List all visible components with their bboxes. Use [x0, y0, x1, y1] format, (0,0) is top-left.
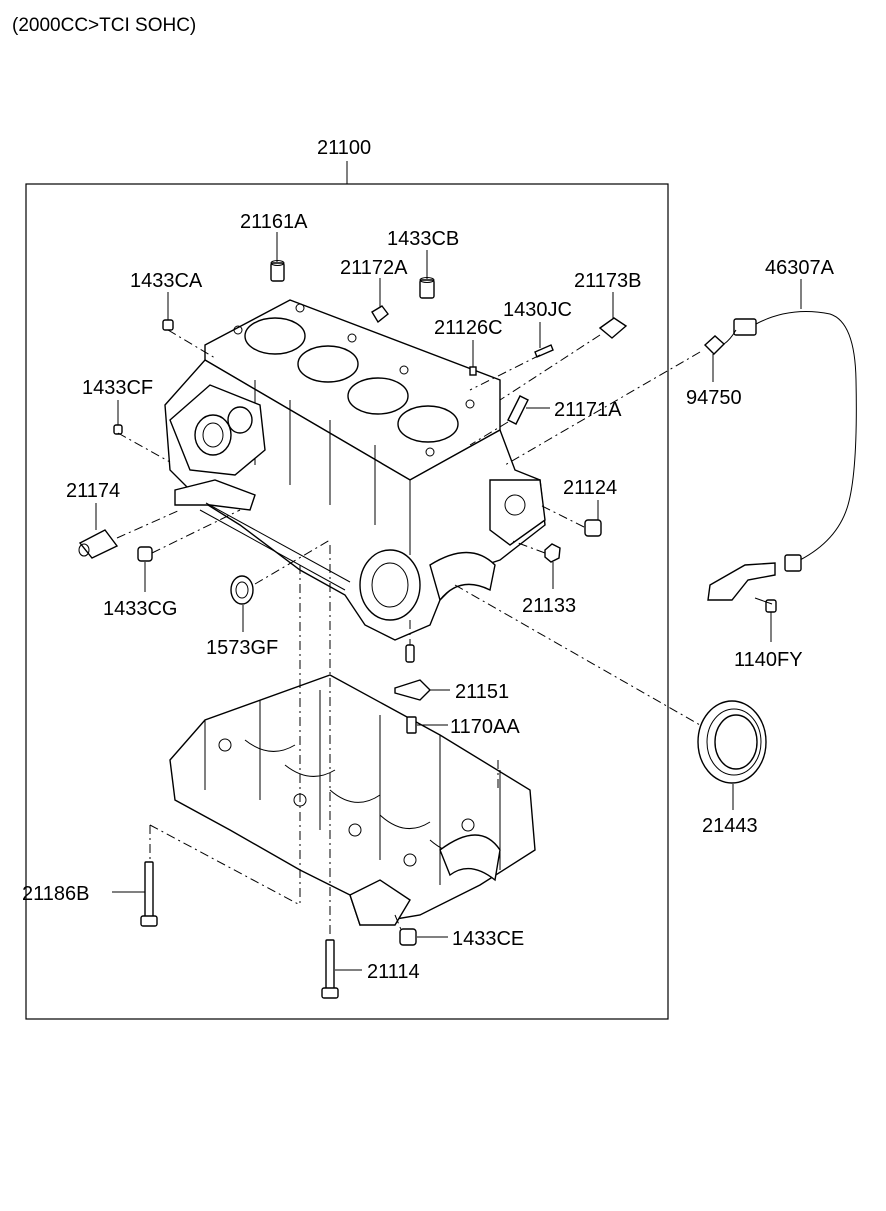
sleeve-21124[interactable]	[584, 519, 602, 537]
label-21124[interactable]: 21124	[563, 477, 617, 499]
label-21174[interactable]: 21174	[66, 480, 120, 502]
label-21171A[interactable]: 21171A	[554, 399, 622, 421]
plug-1433CE[interactable]	[399, 928, 417, 946]
assembly-lines	[116, 329, 701, 935]
label-21151[interactable]: 21151	[455, 681, 509, 703]
label-21186B[interactable]: 21186B	[22, 883, 89, 905]
diagram-title: (2000CC>TCI SOHC)	[12, 15, 196, 36]
assembly-frame	[25, 183, 669, 1020]
label-21443[interactable]: 21443	[702, 815, 758, 837]
label-21172A[interactable]: 21172A	[340, 257, 408, 279]
plug-1433CA[interactable]	[162, 319, 174, 331]
label-21161A[interactable]: 21161A	[240, 211, 308, 233]
part-labels: 21161A 1433CB 21172A 1433CA 21173B 1430J…	[22, 211, 835, 983]
label-1430JC[interactable]: 1430JC	[503, 299, 572, 321]
label-1433CE[interactable]: 1433CE	[452, 928, 524, 950]
plug-1433CF[interactable]	[113, 424, 123, 435]
label-1433CG[interactable]: 1433CG	[103, 598, 178, 620]
bolt-21172A[interactable]	[371, 305, 389, 324]
assembly-label[interactable]: 21100	[317, 137, 371, 159]
label-1433CA[interactable]: 1433CA	[130, 270, 203, 292]
label-21126C[interactable]: 21126C	[434, 317, 503, 339]
cylinder-block-upper[interactable]	[164, 299, 546, 641]
label-21133[interactable]: 21133	[522, 595, 576, 617]
bolt-21186B[interactable]	[140, 861, 158, 927]
label-21114[interactable]: 21114	[367, 961, 420, 983]
leader-lines	[95, 232, 802, 971]
label-21173B[interactable]: 21173B	[574, 270, 641, 292]
label-1140FY[interactable]: 1140FY	[734, 649, 803, 671]
bolt-21114[interactable]	[321, 939, 339, 999]
rear-oil-seal-21443[interactable]	[697, 700, 767, 784]
dowel-21161A[interactable]	[270, 260, 285, 282]
pin-1430JC[interactable]	[534, 344, 554, 358]
crankcase-lower[interactable]	[169, 674, 536, 926]
pin-21126C[interactable]	[469, 366, 477, 376]
plug-21173B[interactable]	[598, 317, 628, 339]
label-94750[interactable]: 94750	[686, 387, 742, 409]
label-1170AA[interactable]: 1170AA	[450, 716, 520, 738]
label-1573GF[interactable]: 1573GF	[206, 637, 278, 659]
plug-1433CB[interactable]	[419, 277, 435, 299]
sensor-21174[interactable]	[78, 529, 119, 559]
pipe-21171A[interactable]	[507, 395, 529, 425]
nut-21133[interactable]	[544, 543, 561, 563]
dowel-pin[interactable]	[405, 644, 415, 663]
bolt-1170AA[interactable]	[406, 716, 417, 734]
label-46307A[interactable]: 46307A	[765, 257, 835, 279]
label-1433CB[interactable]: 1433CB	[387, 228, 459, 250]
harness-connector	[733, 318, 757, 336]
plug-1433CG[interactable]	[137, 546, 153, 562]
label-1433CF[interactable]: 1433CF	[82, 377, 153, 399]
seal-1573GF[interactable]	[230, 575, 254, 605]
knock-sensor-harness[interactable]	[703, 311, 857, 613]
fitting-21151[interactable]	[394, 679, 431, 701]
